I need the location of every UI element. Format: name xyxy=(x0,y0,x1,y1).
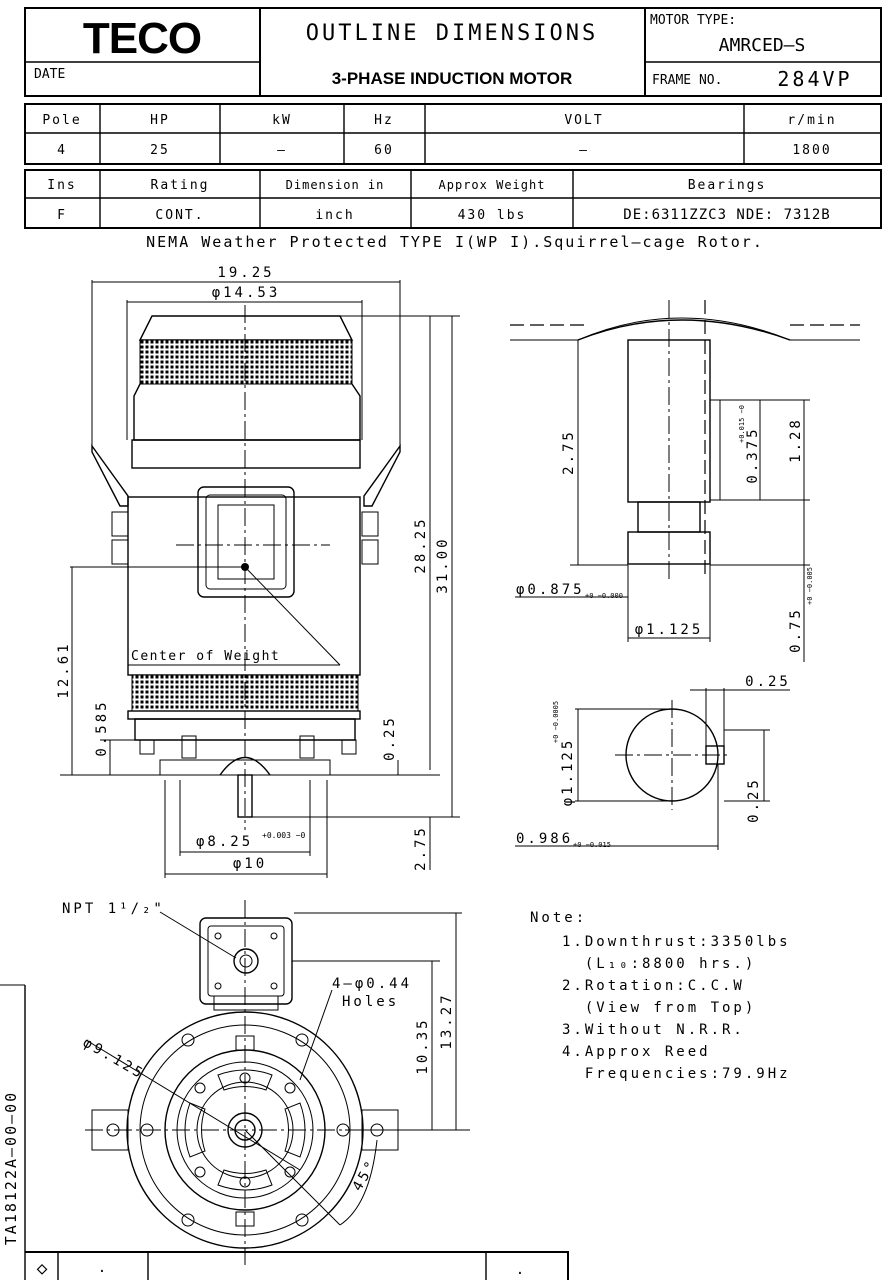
th-kw: kW xyxy=(272,113,292,128)
dim-shaft-length: 2.75 xyxy=(561,429,577,475)
dim-section-diameter: φ1.125 xyxy=(560,738,576,807)
th-weight: Approx Weight xyxy=(439,178,546,192)
revision-mark-icon: ◇ xyxy=(37,1258,48,1279)
note-line-7: Frequencies:79.9Hz xyxy=(562,1066,791,1082)
td-dimension: inch xyxy=(315,208,354,223)
td-bearings: DE:6311ZZC3 NDE: 7312B xyxy=(623,207,830,223)
dim-cap-diameter: φ14.53 xyxy=(212,285,281,301)
drawing-title: OUTLINE DIMENSIONS xyxy=(306,21,598,46)
td-kw: — xyxy=(277,143,287,158)
dim-box-top: 13.27 xyxy=(439,992,455,1049)
dim-collar-diameter: φ1.125 xyxy=(635,622,704,638)
dim-flange-gap: 0.25 xyxy=(382,715,398,761)
dim-spigot-diameter: φ8.25 xyxy=(196,834,253,850)
npt-label: NPT 1¹/₂" xyxy=(62,901,165,917)
td-pole: 4 xyxy=(57,143,67,158)
drawing-subtitle: 3-PHASE INDUCTION MOTOR xyxy=(332,69,573,88)
note-line-6: 4.Approx Reed xyxy=(562,1044,711,1060)
dim-key-width: 0.25 xyxy=(745,674,791,690)
date-label: DATE xyxy=(34,67,65,82)
holes-word: Holes xyxy=(342,994,399,1010)
th-volt: VOLT xyxy=(564,113,603,128)
dim-foot-height: 0.585 xyxy=(94,699,110,756)
title-cell-b: · xyxy=(516,1266,524,1280)
td-rating: CONT. xyxy=(155,208,204,223)
nema-description: NEMA Weather Protected TYPE I(WP I).Squi… xyxy=(146,233,764,251)
title-cell-a: · xyxy=(98,1264,106,1280)
dim-key-depth: 0.25 xyxy=(746,777,762,823)
dim-section-tolerance: +0 −0.0005 xyxy=(552,701,560,743)
th-hz: Hz xyxy=(374,113,394,128)
note-line-3: 2.Rotation:C.C.W xyxy=(562,978,745,994)
header-block: TECO DATE OUTLINE DIMENSIONS 3-PHASE IND… xyxy=(24,7,882,97)
teco-logo: TECO xyxy=(83,14,201,63)
dim-end-tolerance: +0 −0.005 xyxy=(806,567,814,605)
dim-shaft-extension: 2.75 xyxy=(413,825,429,871)
shaft-section: 0.25 φ1.125 +0 −0.0005 0.25 0.986 +0 −0.… xyxy=(515,674,791,850)
td-hp: 25 xyxy=(150,143,170,158)
dim-shaft-diameter: φ0.875 xyxy=(516,582,585,598)
bottom-view: NPT 1¹/₂" 4—φ0.44 Holes φ9.125 10.35 13.… xyxy=(62,900,470,1265)
th-hp: HP xyxy=(150,113,170,128)
holes-label: 4—φ0.44 xyxy=(332,976,412,992)
dim-bolt-circle: φ9.125 xyxy=(80,1035,147,1083)
th-pole: Pole xyxy=(42,113,81,128)
note-line-4: (View from Top) xyxy=(562,1000,756,1016)
dim-base-height: 28.25 xyxy=(413,516,429,573)
td-weight: 430 lbs xyxy=(458,208,527,223)
th-ins: Ins xyxy=(47,178,76,193)
frame-label: FRAME NO. xyxy=(652,73,722,88)
front-elevation: Center of Weight 19.25 φ14.53 28.25 31.0… xyxy=(56,265,460,878)
notes-title: Note: xyxy=(530,910,587,926)
spec-table-2: Ins Rating Dimension in Approx Weight Be… xyxy=(24,169,882,229)
dim-flange-diameter: φ10 xyxy=(233,856,267,872)
dim-shaft-tolerance: +0 −0.000 xyxy=(585,592,623,600)
note-line-1: 1.Downthrust:3350lbs xyxy=(562,934,791,950)
note-line-2: (L₁₀:8800 hrs.) xyxy=(562,956,756,972)
dim-key-tolerance: +0.015 −0 xyxy=(738,405,746,443)
td-volt: — xyxy=(579,143,589,158)
th-rating: Rating xyxy=(151,178,210,193)
frame-number: 284VP xyxy=(777,67,852,91)
dim-cog-height: 12.61 xyxy=(56,641,72,698)
dim-section-d: 0.986 xyxy=(516,831,573,847)
dim-section-d-tolerance: +0 −0.015 xyxy=(573,841,611,849)
dim-total-height: 31.00 xyxy=(435,536,451,593)
drawing-number: TA18122A—00—00 xyxy=(2,1091,20,1245)
motor-type-label: MOTOR TYPE: xyxy=(650,13,736,28)
center-of-weight-label: Center of Weight xyxy=(131,649,280,664)
spec-table-1: Pole HP kW Hz VOLT r/min 4 25 — 60 — 180… xyxy=(24,103,882,165)
td-rpm: 1800 xyxy=(792,143,831,158)
shaft-detail: 2.75 0.375 +0.015 −0 1.28 0.75 +0 −0.005… xyxy=(510,300,860,662)
th-rpm: r/min xyxy=(787,113,836,128)
dim-key-offset: 1.28 xyxy=(788,417,804,463)
title-block: ◇ · · xyxy=(25,1251,569,1280)
dim-box-center: 10.35 xyxy=(415,1017,431,1074)
motor-type: AMRCED—S xyxy=(719,35,806,56)
dim-spigot-tolerance: +0.003 −0 xyxy=(262,831,306,840)
notes-block: Note: 1.Downthrust:3350lbs (L₁₀:8800 hrs… xyxy=(530,910,791,1082)
th-dimension: Dimension in xyxy=(286,178,385,192)
th-bearings: Bearings xyxy=(688,178,767,193)
td-ins: F xyxy=(57,208,67,223)
dim-shaft-end: 0.75 xyxy=(788,607,804,653)
td-hz: 60 xyxy=(374,143,394,158)
dim-overall-width: 19.25 xyxy=(217,265,274,281)
note-line-5: 3.Without N.R.R. xyxy=(562,1022,745,1038)
dim-key-length: 0.375 xyxy=(745,426,761,483)
